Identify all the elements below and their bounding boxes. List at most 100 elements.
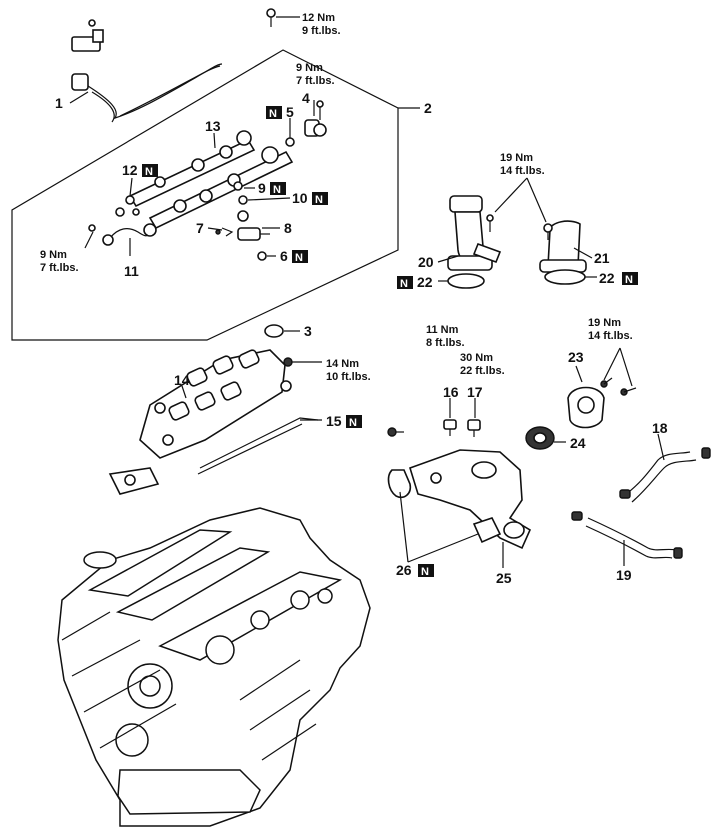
torque-20-ft: 14 ft.lbs. xyxy=(500,165,545,177)
torque-17-nm: 30 Nm xyxy=(460,352,493,364)
torque-4-nm: 9 Nm xyxy=(296,62,323,74)
thermostat-housing-23 xyxy=(567,377,637,429)
svg-text:N: N xyxy=(145,166,153,178)
bolt-left-bypass xyxy=(387,427,404,437)
o-ring-10 xyxy=(238,195,248,205)
torque-4-ft: 7 ft.lbs. xyxy=(296,75,335,87)
gasket-22a xyxy=(447,273,485,289)
manifold-gasket-15 xyxy=(108,417,319,495)
leader-18 xyxy=(657,433,665,461)
torque-23-nm: 19 Nm xyxy=(588,317,621,329)
callout-18: 18 xyxy=(652,420,668,436)
new-part-badge-22-left: N xyxy=(397,276,413,290)
new-part-badge-5: N xyxy=(266,106,282,120)
gaskets-26 xyxy=(387,469,502,544)
callout-2: 2 xyxy=(424,100,432,116)
leader-1 xyxy=(69,91,89,104)
fuel-injector-harness xyxy=(71,19,223,123)
new-part-badge-26: N xyxy=(418,564,434,578)
leader-7 xyxy=(207,227,223,231)
sensor-17 xyxy=(467,419,481,437)
torque-16-nm: 11 Nm xyxy=(426,324,459,336)
new-part-badge-9: N xyxy=(270,182,286,196)
callout-6: 6 xyxy=(280,248,288,264)
svg-text:N: N xyxy=(400,278,408,290)
new-part-badge-12: N xyxy=(142,164,158,178)
leader-10 xyxy=(247,197,291,201)
water-outlet-pipe-25 xyxy=(409,449,532,550)
water-outlet-21 xyxy=(539,220,587,273)
callout-5: 5 xyxy=(286,104,294,120)
leader-20 xyxy=(437,255,459,263)
intake-manifold-lower xyxy=(139,349,286,459)
gasket-22b xyxy=(544,269,586,285)
injector-seal xyxy=(257,251,267,261)
fuel-injector xyxy=(237,210,270,241)
o-ring-5 xyxy=(285,137,295,147)
leader-14 xyxy=(181,385,187,399)
svg-text:N: N xyxy=(295,252,303,264)
fuel-crossover-pipe xyxy=(88,223,157,246)
leader-12 xyxy=(129,177,133,197)
svg-text:N: N xyxy=(421,566,429,578)
svg-text:N: N xyxy=(273,184,281,196)
callout-22-right: 22 xyxy=(599,270,615,286)
callout-12: 12 xyxy=(122,162,138,178)
new-part-badge-15: N xyxy=(346,415,362,429)
leader-23 xyxy=(575,365,583,383)
callout-25: 25 xyxy=(496,570,512,586)
new-part-badge-10: N xyxy=(312,192,328,206)
callout-1: 1 xyxy=(55,95,63,111)
sensor-16 xyxy=(443,419,457,436)
torque-top-nm: 12 Nm xyxy=(302,12,335,24)
callout-16: 16 xyxy=(443,384,459,400)
fuel-rail-upper xyxy=(128,130,256,208)
callout-22-left: 22 xyxy=(417,274,433,290)
callout-26: 26 xyxy=(396,562,412,578)
torque-17-ft: 22 ft.lbs. xyxy=(460,365,505,377)
leader-20-torque xyxy=(494,177,547,223)
callout-23: 23 xyxy=(568,349,584,365)
thermostat-24 xyxy=(525,426,555,450)
water-outlet-20 xyxy=(447,195,502,271)
new-part-badge-22-right: N xyxy=(622,272,638,286)
torque-14-ft: 10 ft.lbs. xyxy=(326,371,371,383)
o-rings-12 xyxy=(115,195,140,217)
torque-14-nm: 14 Nm xyxy=(326,358,359,370)
callout-20: 20 xyxy=(418,254,434,270)
callout-11: 11 xyxy=(124,263,139,279)
bolts-19nm-upper xyxy=(486,214,553,240)
svg-text:N: N xyxy=(625,274,633,286)
engine-block xyxy=(57,507,371,827)
callout-17: 17 xyxy=(467,384,483,400)
callout-19: 19 xyxy=(616,567,632,583)
new-part-badge-6: N xyxy=(292,250,308,264)
callout-15: 15 xyxy=(326,413,342,429)
torque-23-ft: 14 ft.lbs. xyxy=(588,330,633,342)
leader-13 xyxy=(213,132,216,149)
torque-top-ft: 9 ft.lbs. xyxy=(302,25,341,37)
torque-11-ft: 7 ft.lbs. xyxy=(40,262,79,274)
leader-11-torque xyxy=(84,231,94,249)
callout-21: 21 xyxy=(594,250,610,266)
torque-16-ft: 8 ft.lbs. xyxy=(426,337,465,349)
callout-13: 13 xyxy=(205,118,221,134)
hose-18 xyxy=(619,447,711,503)
callout-14: 14 xyxy=(174,372,190,388)
callout-24: 24 xyxy=(570,435,586,451)
svg-text:N: N xyxy=(269,108,277,120)
svg-text:N: N xyxy=(349,417,357,429)
seal-3 xyxy=(264,324,284,338)
fuel-pressure-regulator xyxy=(304,100,327,137)
hose-19 xyxy=(571,511,683,559)
svg-text:N: N xyxy=(315,194,323,206)
leader-23-torque xyxy=(603,347,633,387)
bolt-top xyxy=(266,8,276,27)
leader-26 xyxy=(399,491,479,563)
callout-3: 3 xyxy=(304,323,312,339)
torque-20-nm: 19 Nm xyxy=(500,152,533,164)
callout-10: 10 xyxy=(292,190,308,206)
callout-9: 9 xyxy=(258,180,266,196)
